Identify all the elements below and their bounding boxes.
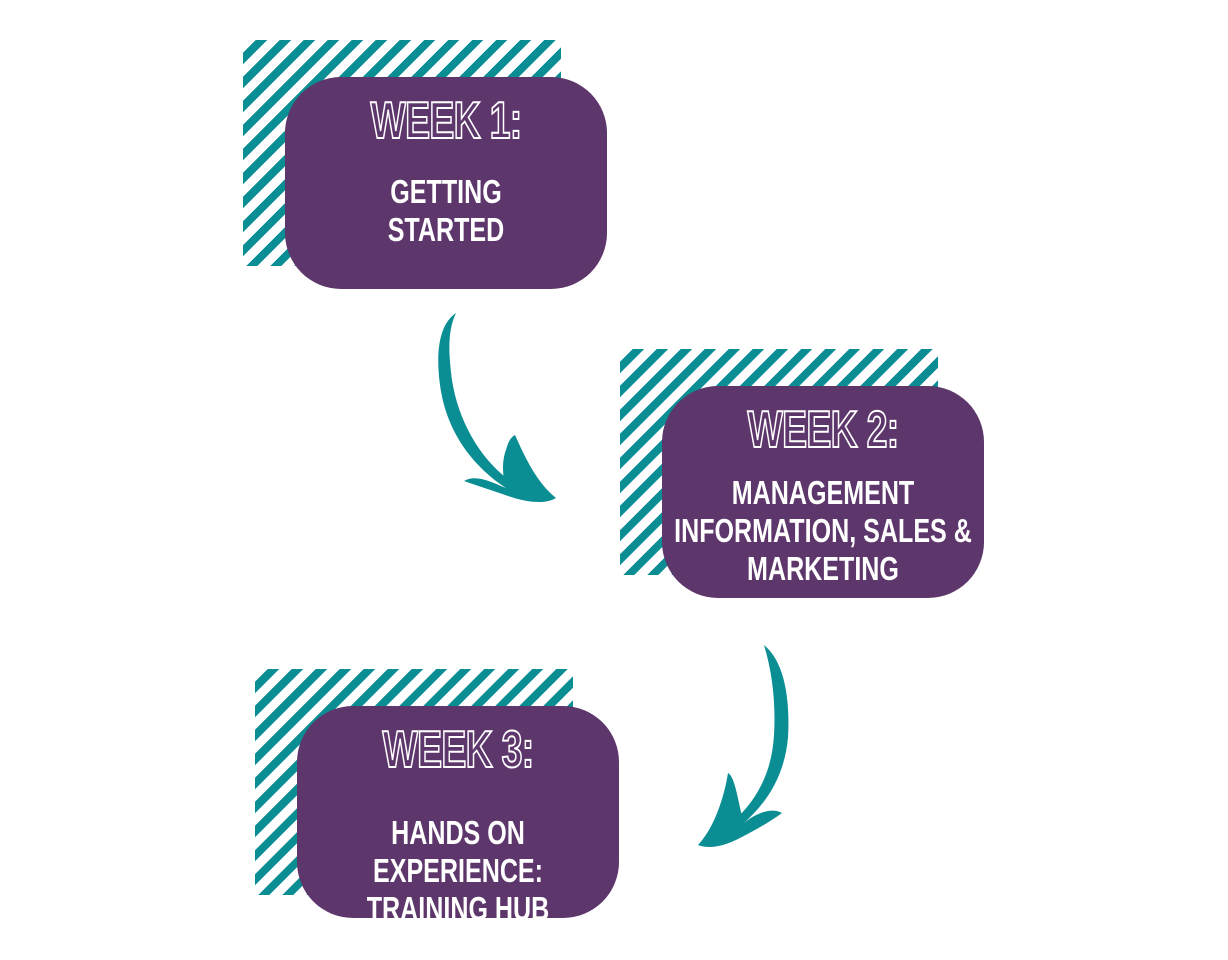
step-week-3: WEEK 3: HANDS ON EXPERIENCE: TRAINING HU… [255, 669, 619, 927]
week-description: HANDS ON EXPERIENCE: TRAINING HUB [366, 814, 550, 927]
week-card: WEEK 2: MANAGEMENT INFORMATION, SALES & … [662, 386, 984, 598]
curved-arrow-icon [438, 313, 556, 503]
week-card: WEEK 3: HANDS ON EXPERIENCE: TRAINING HU… [297, 706, 619, 927]
week-title: WEEK 3: [382, 721, 535, 779]
step-week-2: WEEK 2: MANAGEMENT INFORMATION, SALES & … [620, 349, 984, 599]
week-title: WEEK 2: [747, 401, 900, 459]
week-description: MANAGEMENT INFORMATION, SALES & MARKETIN… [674, 474, 972, 587]
week-title: WEEK 1: [370, 92, 523, 150]
week-description: GETTING STARTED [387, 173, 505, 248]
step-week-1: WEEK 1: GETTING STARTED [243, 40, 607, 290]
week-card: WEEK 1: GETTING STARTED [285, 77, 607, 289]
curved-arrow-icon [698, 645, 789, 847]
